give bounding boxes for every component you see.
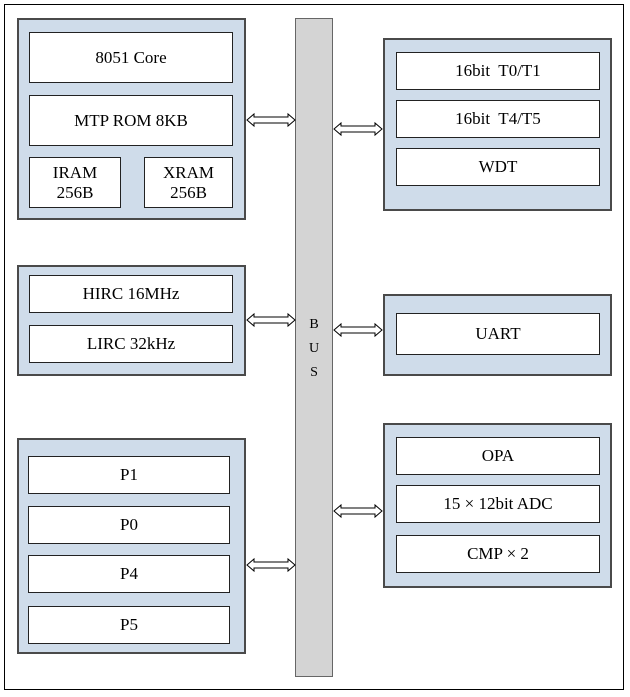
timer-t0t1-block: 16bit T0/T1: [396, 52, 600, 90]
bus-letter-s: S: [310, 365, 318, 380]
clock-bus-arrow: [246, 312, 296, 328]
xram-block: XRAM 256B: [144, 157, 233, 208]
port-p1-block: P1: [28, 456, 230, 494]
adc-block: 15 × 12bit ADC: [396, 485, 600, 523]
iram-block: IRAM 256B: [29, 157, 121, 208]
wdt-block: WDT: [396, 148, 600, 186]
system-bus: B U S: [295, 18, 333, 677]
timer-t4t5-block: 16bit T4/T5: [396, 100, 600, 138]
lirc-block: LIRC 32kHz: [29, 325, 233, 363]
bus-letter-b: B: [309, 317, 319, 332]
port-p0-block: P0: [28, 506, 230, 544]
port-p5-block: P5: [28, 606, 230, 644]
timers-bus-arrow: [333, 121, 383, 137]
analog-bus-arrow: [333, 503, 383, 519]
port-p4-block: P4: [28, 555, 230, 593]
hirc-block: HIRC 16MHz: [29, 275, 233, 313]
cmp-block: CMP × 2: [396, 535, 600, 573]
cpu-bus-arrow: [246, 112, 296, 128]
ports-bus-arrow: [246, 557, 296, 573]
rom-block: MTP ROM 8KB: [29, 95, 233, 146]
uart-block: UART: [396, 313, 600, 355]
core-block: 8051 Core: [29, 32, 233, 83]
opa-block: OPA: [396, 437, 600, 475]
comm-bus-arrow: [333, 322, 383, 338]
bus-letter-u: U: [308, 341, 320, 356]
